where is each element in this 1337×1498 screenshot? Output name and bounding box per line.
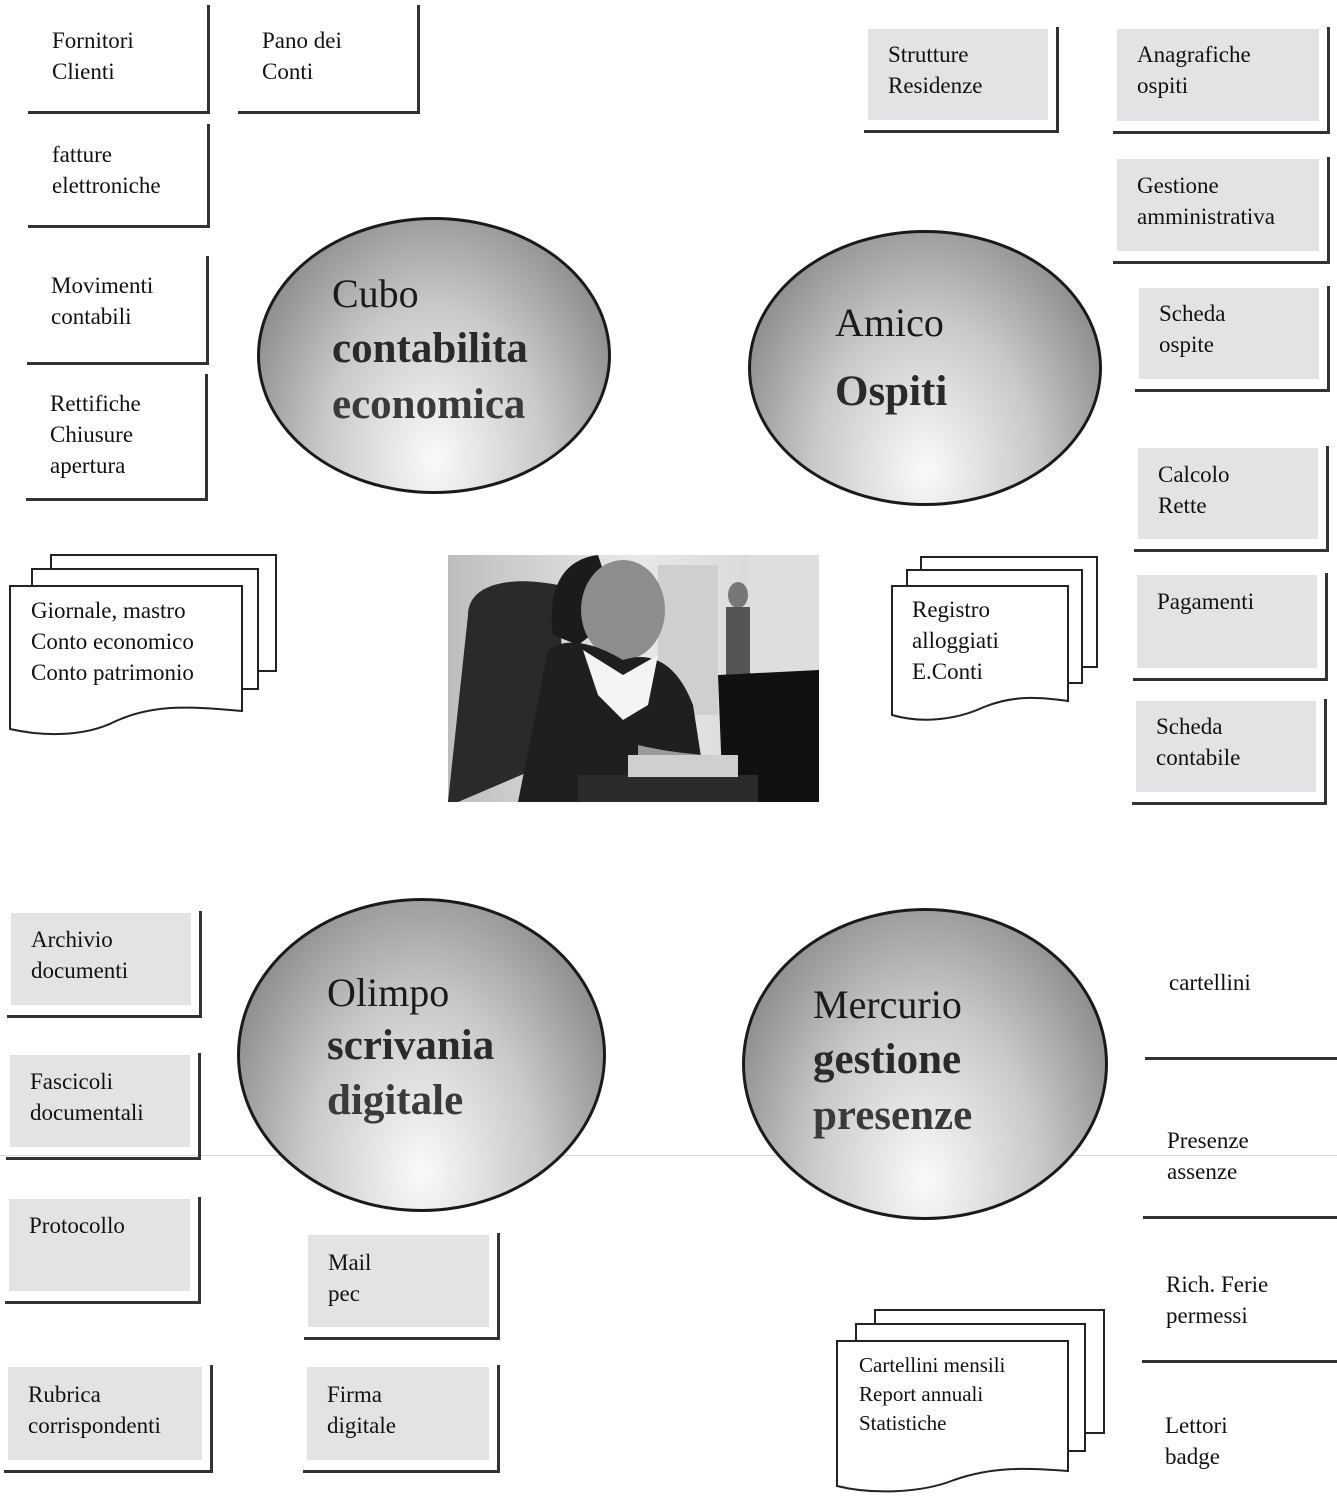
box-label: cartellini [1169,970,1251,995]
box-archivio-documenti[interactable]: Archivio documenti [7,911,202,1018]
box-label: Presenze assenze [1167,1128,1249,1184]
box-label: Fornitori Clienti [52,28,134,84]
box-strutture-residenze[interactable]: Strutture Residenze [864,27,1059,133]
box-label: fatture elettroniche [52,142,161,198]
document-stack-contabilita-text: Giornale, mastro Conto economico Conto p… [31,598,194,685]
box-lettori-badge[interactable]: Lettori badge [1141,1398,1337,1498]
document-stack-presenze-text: Cartellini mensili Report annuali Statis… [859,1353,1006,1435]
box-label: Pano dei Conti [262,28,342,84]
box-label: Gestione amministrativa [1137,173,1275,229]
box-label: Protocollo [29,1213,125,1238]
box-label: Firma digitale [327,1382,396,1438]
box-presenze-assenze[interactable]: Presenze assenze [1143,1113,1337,1219]
box-mail-pec[interactable]: Mail pec [304,1233,500,1340]
hub-title: Olimpo [327,970,450,1015]
hub-mercurio-presenze[interactable]: Mercurio gestione presenze [742,908,1108,1220]
box-anagrafiche-ospiti[interactable]: Anagrafiche ospiti [1113,27,1330,134]
box-label: Archivio documenti [31,927,129,983]
box-label: Rich. Ferie permessi [1166,1272,1269,1328]
hub-title: Amico [835,300,944,345]
box-fascicoli-documentali[interactable]: Fascicoli documentali [6,1053,201,1160]
box-label: Calcolo Rette [1158,462,1230,518]
box-richieste-ferie[interactable]: Rich. Ferie permessi [1142,1257,1337,1363]
box-movimenti-contabili[interactable]: Movimenti contabili [27,256,209,365]
box-protocollo[interactable]: Protocollo [5,1197,201,1304]
box-rettifiche[interactable]: Rettifiche Chiusure apertura [26,374,208,501]
guide-line [0,1155,1337,1156]
hub-title: Mercurio [813,982,962,1027]
box-scheda-ospite[interactable]: Scheda ospite [1135,286,1330,392]
document-stack-ospiti[interactable] [889,555,1101,730]
hub-subtitle: economica [332,381,526,428]
hub-amico-ospiti[interactable]: Amico Ospiti [748,230,1102,506]
document-stack-contabilita[interactable] [6,553,281,745]
box-fatture-elettroniche[interactable]: fatture elettroniche [28,124,210,228]
box-label: Fascicoli documentali [30,1069,144,1125]
box-calcolo-rette[interactable]: Calcolo Rette [1134,446,1329,552]
hub-title: Cubo [332,271,419,316]
hub-olimpo-scrivania[interactable]: Olimpo scrivania digitale [237,898,606,1212]
box-scheda-contabile[interactable]: Scheda contabile [1132,699,1327,805]
box-rubrica-corrispondenti[interactable]: Rubrica corrispondenti [4,1365,213,1473]
box-label: Strutture Residenze [888,42,983,98]
hub-subtitle: gestione [813,1036,962,1083]
box-firma-digitale[interactable]: Firma digitale [303,1365,500,1473]
box-label: Scheda ospite [1159,301,1226,357]
box-label: Rubrica corrispondenti [28,1382,161,1438]
box-pagamenti[interactable]: Pagamenti [1133,573,1328,681]
box-gestione-amministrativa[interactable]: Gestione amministrativa [1113,157,1330,264]
hub-cubo-contabilita[interactable]: Cubo contabilita economica [257,217,611,494]
document-stack-presenze[interactable] [834,1308,1108,1496]
hub-subtitle: digitale [327,1077,464,1124]
office-worker-photo [448,555,819,802]
box-cartellini[interactable]: cartellini [1145,955,1337,1060]
hub-subtitle: contabilita [332,325,528,372]
document-stack-ospiti-text: Registro alloggiati E.Conti [912,597,999,684]
box-label: Mail pec [328,1250,372,1306]
box-label: Rettifiche Chiusure apertura [50,391,141,478]
hub-subtitle: scrivania [327,1022,495,1069]
box-label: Movimenti contabili [51,273,154,329]
box-label: Lettori badge [1165,1413,1228,1469]
hub-subtitle: Ospiti [835,368,948,415]
box-label: Pagamenti [1157,589,1255,614]
box-fornitori-clienti[interactable]: Fornitori Clienti [28,5,210,114]
hub-subtitle: presenze [813,1092,973,1139]
box-piano-conti[interactable]: Pano dei Conti [238,5,420,114]
box-label: Anagrafiche ospiti [1137,42,1251,98]
box-label: Scheda contabile [1156,714,1241,770]
